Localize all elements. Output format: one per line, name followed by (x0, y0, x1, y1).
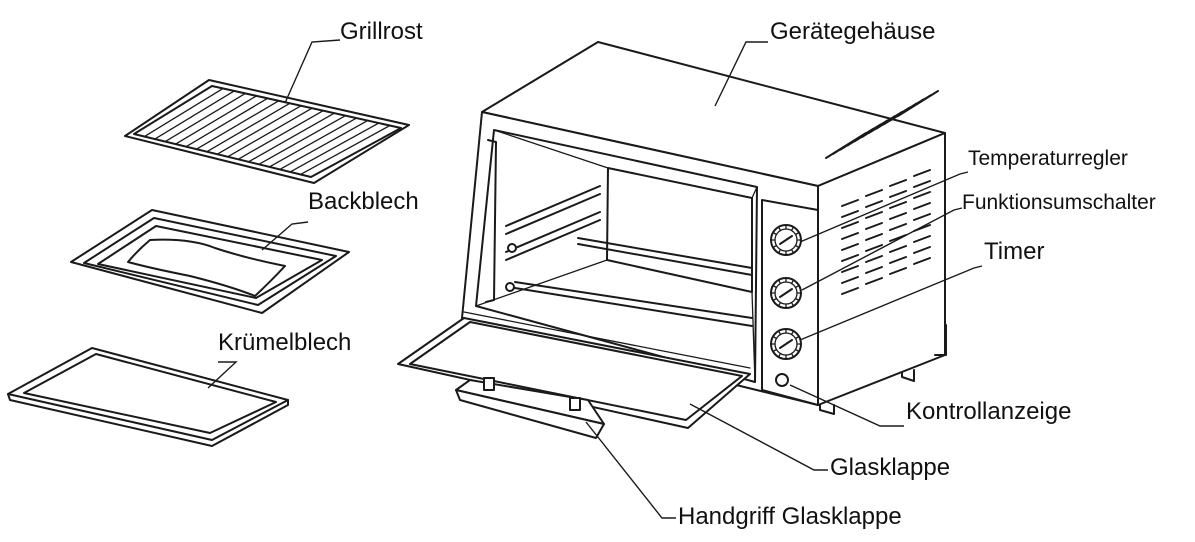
label-handgriff-glasklappe: Handgriff Glasklappe (678, 503, 902, 530)
indicator-light-icon (775, 373, 789, 387)
grill-rack (124, 79, 410, 184)
oven (461, 41, 947, 415)
leader-lines (207, 39, 983, 519)
door-handle (455, 377, 605, 439)
glass-door (397, 311, 751, 429)
label-backblech: Backblech (308, 188, 419, 215)
crumb-tray (7, 347, 289, 447)
label-timer: Timer (984, 238, 1045, 265)
knob-icon (770, 224, 802, 256)
knob-icon (770, 328, 802, 360)
label-geraetegehaeuse: Gerätegehäuse (770, 18, 936, 45)
label-glasklappe: Glasklappe (830, 454, 951, 481)
label-funktionsumschalter: Funktionsumschalter (962, 191, 1156, 214)
label-kontrollanzeige: Kontrollanzeige (906, 398, 1072, 425)
baking-tray (70, 209, 350, 314)
label-temperaturregler: Temperaturregler (968, 147, 1128, 170)
knob-icon (770, 277, 802, 309)
label-kruemelblech: Krümelblech (218, 329, 352, 356)
label-grillrost: Grillrost (340, 18, 423, 45)
